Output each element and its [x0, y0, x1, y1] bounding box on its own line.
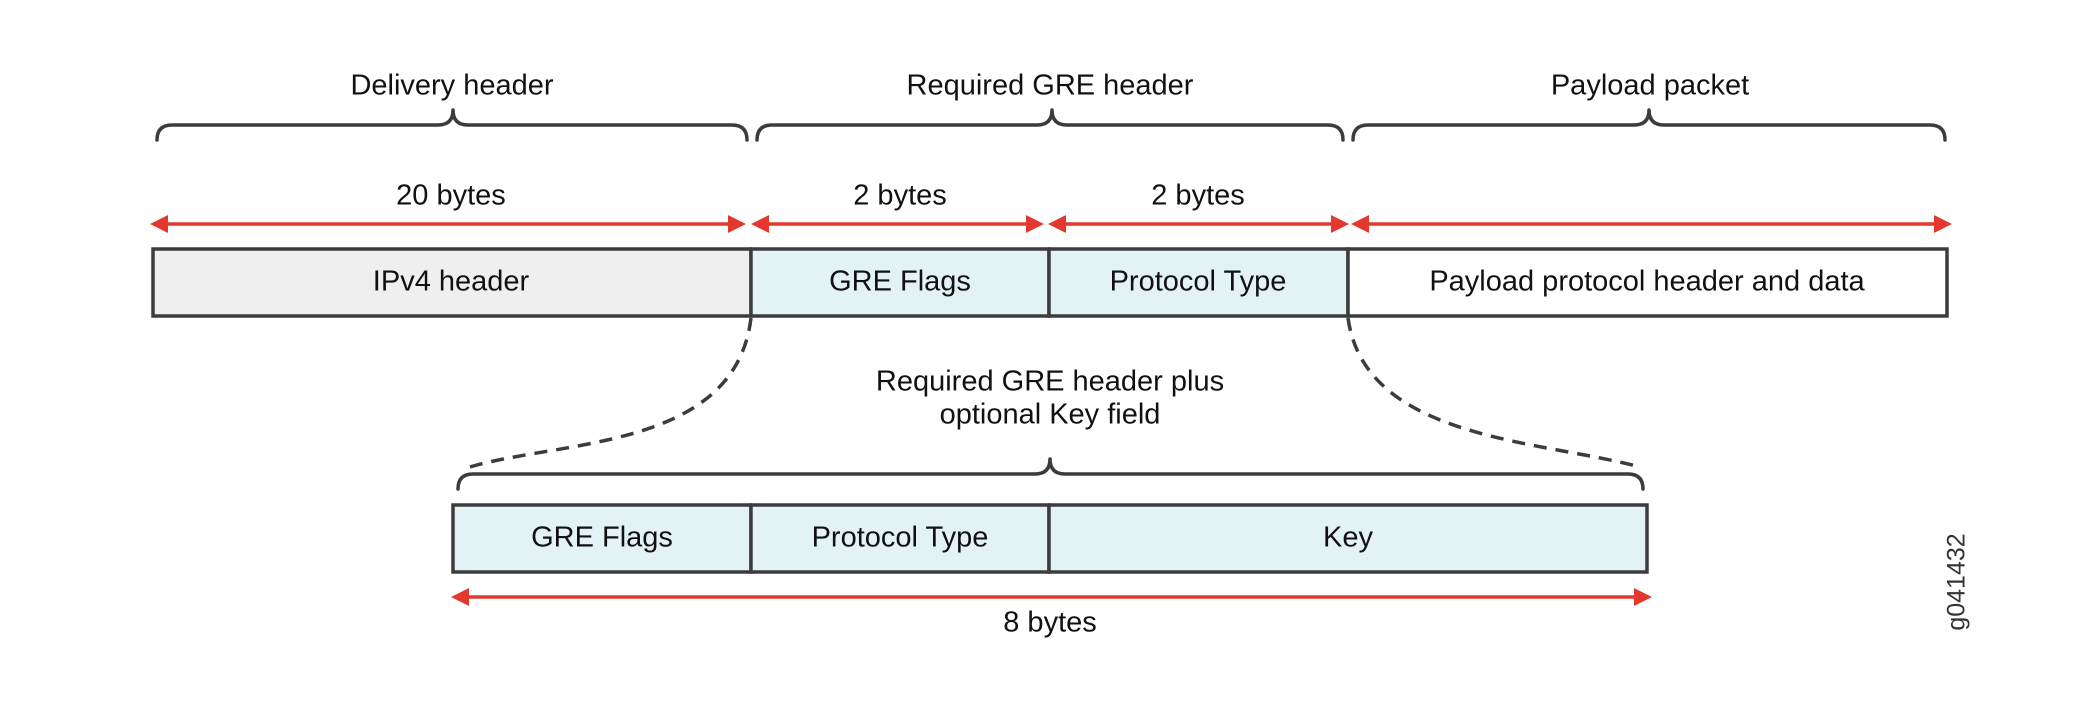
ipv4-size-arrow: [150, 215, 746, 233]
key-box: [1047, 503, 1649, 574]
ipv4-size-label: 20 bytes: [396, 180, 506, 212]
extended-header-brace: [456, 457, 1645, 491]
required-gre-header-brace: [755, 108, 1345, 142]
ipv4-header-box: [151, 247, 753, 318]
delivery-header-brace: [155, 108, 749, 142]
figure-id: g041432: [1943, 533, 1971, 630]
extended-header-caption-line1: Required GRE header plus: [876, 366, 1224, 398]
protocol-type-label: Protocol Type: [1110, 266, 1287, 298]
payload-box: [1346, 247, 1949, 318]
extended-size-arrow: [451, 588, 1652, 606]
gre-flags-box: [749, 247, 1051, 318]
gre-flags-label: GRE Flags: [829, 266, 971, 298]
gre-flags-size-label: 2 bytes: [853, 180, 947, 212]
right-expansion-curve: [1346, 317, 1641, 469]
ext-protocol-type-label: Protocol Type: [812, 522, 989, 554]
protocol-type-box: [1047, 247, 1350, 318]
ext-protocol-type-box: [749, 503, 1051, 574]
payload-size-arrow: [1351, 215, 1952, 233]
ipv4-header-label: IPv4 header: [373, 266, 530, 298]
gre-flags-size-arrow: [751, 215, 1044, 233]
ext-gre-flags-label: GRE Flags: [531, 522, 673, 554]
payload-label: Payload protocol header and data: [1429, 266, 1865, 298]
extended-header-caption-line2: optional Key field: [940, 399, 1161, 431]
left-expansion-curve: [469, 317, 753, 469]
delivery-header-label: Delivery header: [350, 70, 553, 102]
payload-packet-label: Payload packet: [1551, 70, 1749, 102]
payload-packet-brace: [1351, 108, 1947, 142]
protocol-type-size-label: 2 bytes: [1151, 180, 1245, 212]
key-label: Key: [1323, 522, 1373, 554]
required-gre-header-label: Required GRE header: [907, 70, 1194, 102]
extended-size-label: 8 bytes: [1003, 607, 1097, 639]
protocol-type-size-arrow: [1048, 215, 1349, 233]
